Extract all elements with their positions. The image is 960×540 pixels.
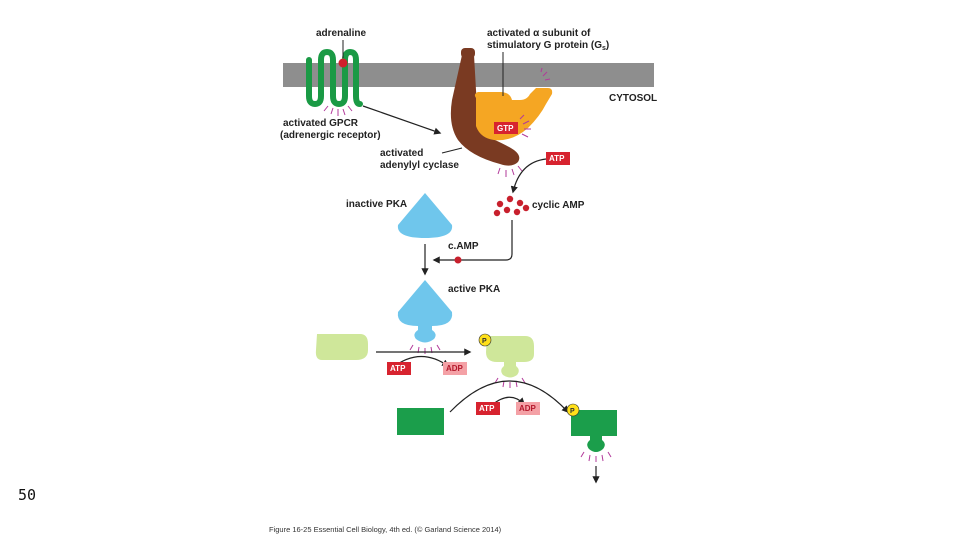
gpcr-to-cyclase-arrow bbox=[362, 105, 442, 135]
gpcr-label-line1: activated GPCR bbox=[283, 118, 359, 129]
phosphate-2 bbox=[566, 403, 580, 417]
atp-to-camp-arrow bbox=[510, 158, 547, 194]
camp-cluster bbox=[493, 195, 530, 217]
atp-box-3 bbox=[476, 402, 500, 415]
g-alpha-close: ) bbox=[606, 40, 609, 51]
substrate-2-spark bbox=[580, 451, 612, 462]
adp-label-2: ADP bbox=[519, 404, 537, 413]
gtp-box bbox=[494, 122, 518, 134]
adenylyl-cyclase bbox=[450, 51, 520, 166]
atp-label-2: ATP bbox=[390, 364, 406, 373]
g-alpha-label-line1: activated α subunit of bbox=[487, 28, 591, 39]
phosphate-label-1: P bbox=[482, 338, 487, 345]
substrate-2-inactive bbox=[397, 408, 444, 435]
active-pka-label: active PKA bbox=[448, 284, 500, 295]
cytosol-label: CYTOSOL bbox=[609, 93, 657, 104]
g-alpha-label-text: stimulatory G protein (G bbox=[487, 40, 602, 51]
camp-label: c.AMP bbox=[448, 241, 479, 252]
adp-box-2 bbox=[516, 402, 540, 415]
inactive-pka bbox=[397, 193, 453, 238]
phosphate-label-2: P bbox=[570, 408, 575, 415]
adp-box-1 bbox=[443, 362, 467, 375]
atp-box-2 bbox=[387, 362, 411, 375]
g-alpha-label-line2: stimulatory G protein (Gs) bbox=[487, 40, 609, 52]
cyclic-amp-label: cyclic AMP bbox=[532, 200, 585, 211]
atp-label-3: ATP bbox=[479, 404, 495, 413]
gpcr-receptor bbox=[306, 48, 363, 116]
substrate-1-inactive bbox=[315, 334, 368, 360]
phosphorylation-arrow-2 bbox=[449, 380, 569, 414]
substrate-1-spark bbox=[494, 377, 526, 388]
gtp-label: GTP bbox=[497, 124, 514, 133]
g-alpha-subscript: s bbox=[602, 45, 606, 52]
figure-caption: Figure 16-25 Essential Cell Biology, 4th… bbox=[269, 525, 502, 534]
camp-dot bbox=[454, 256, 462, 264]
gpcr-activation-spark bbox=[323, 105, 353, 116]
cyclase-label-line2: adenylyl cyclase bbox=[380, 160, 459, 171]
cyclase-spark bbox=[497, 165, 523, 177]
substrate-2-active bbox=[571, 410, 617, 452]
atp-label-1: ATP bbox=[549, 154, 565, 163]
substrate-1-active bbox=[486, 336, 534, 378]
inactive-pka-label: inactive PKA bbox=[346, 199, 407, 210]
adrenaline-molecule bbox=[338, 58, 348, 68]
camp-to-pka-arrow bbox=[432, 220, 513, 264]
slide-number: 50 bbox=[18, 486, 36, 504]
adp-label-1: ADP bbox=[446, 364, 464, 373]
gpcr-label-line2: (adrenergic receptor) bbox=[280, 130, 381, 141]
g-protein-spark bbox=[519, 67, 551, 138]
cyclase-label-line1: activated bbox=[380, 148, 423, 159]
atp-box-1 bbox=[546, 152, 570, 165]
pka-spark bbox=[409, 344, 441, 354]
adrenaline-label: adrenaline bbox=[316, 28, 366, 39]
phosphate-1 bbox=[478, 333, 492, 347]
active-pka bbox=[397, 280, 453, 343]
cyclase-pointer bbox=[441, 147, 463, 154]
